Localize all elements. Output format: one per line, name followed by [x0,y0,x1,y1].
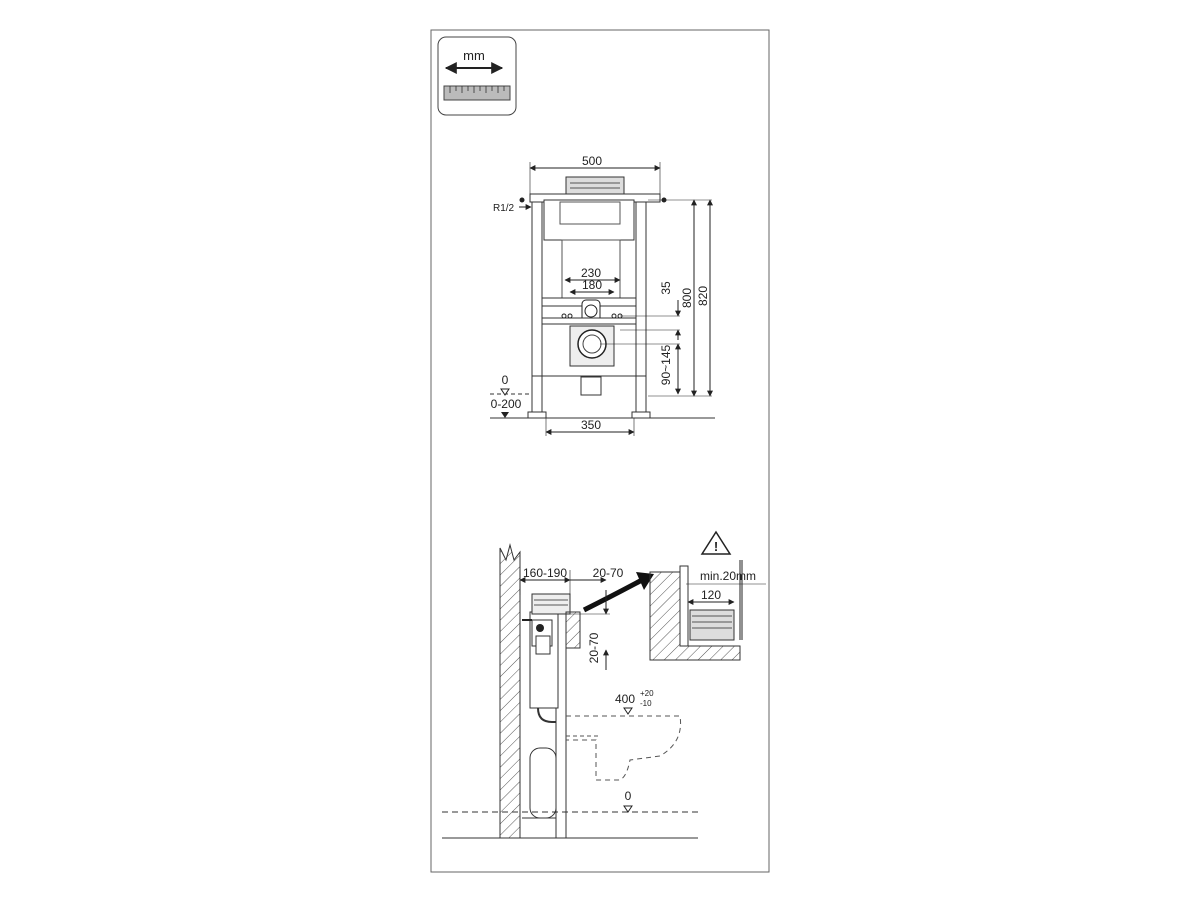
right-post [635,201,647,419]
cistern-top [565,176,625,196]
thread-label: R1/2 [493,203,515,214]
detail-view: ! min.20mm 120 [649,530,766,661]
level-range: 0-200 [491,397,522,411]
unit-legend: mm [437,36,517,116]
dim-160-190: 160-190 [523,566,567,580]
detail-arrow [582,577,644,613]
ruler-icon [443,85,511,101]
lower-bracket [541,317,637,325]
page-frame [430,29,770,873]
dim-180: 180 [582,278,602,292]
ruler-ticks [449,86,505,93]
unit-label: mm [463,48,485,63]
svg-text:!: ! [714,539,718,554]
dim-500: 500 [582,154,602,168]
dim-230: 230 [581,266,601,280]
warning-icon [700,530,732,555]
dim-20-70-v: 20-70 [587,632,601,663]
seat-height-tol-minus: -10 [640,699,652,708]
front-view: 500 R1/2 230 180 820 800 35 90~145 0 0-2… [490,154,715,436]
floor-level: 0 [625,789,632,803]
wc-outline [566,715,682,781]
dim-800: 800 [680,288,694,308]
drain-bend [537,707,556,723]
left-post [531,201,543,419]
seat-height-tol-plus: +20 [640,689,654,698]
min-thickness: min.20mm [700,569,756,583]
detail-cistern [689,609,735,641]
flush-outlet [584,304,598,318]
dim-20-70-h: 20-70 [593,566,624,580]
seat-height: 400 [615,692,635,706]
wall [499,543,521,839]
dim-350: 350 [581,418,601,432]
level-zero: 0 [502,373,509,387]
dim-90-145: 90~145 [659,344,673,385]
dim-820: 820 [696,286,710,306]
dim-35: 35 [659,281,673,295]
side-view: 160-190 20-70 20-70 400 +20 -10 0 [442,543,698,839]
dim-120: 120 [701,588,721,602]
